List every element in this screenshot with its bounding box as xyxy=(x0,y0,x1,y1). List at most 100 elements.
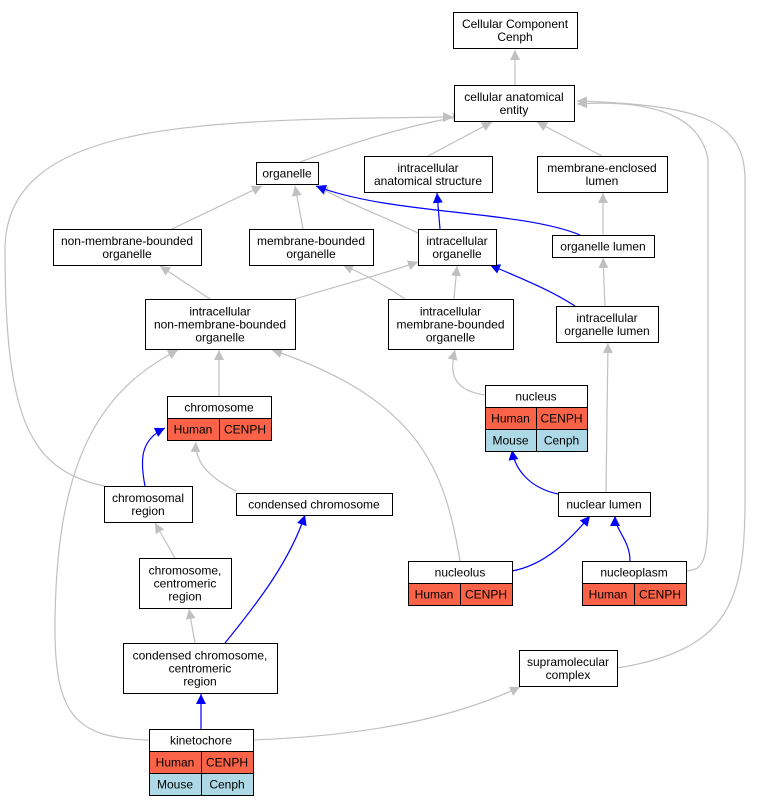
node-label: membrane-bounded xyxy=(257,234,365,248)
node-box xyxy=(249,229,374,266)
node-box xyxy=(236,493,393,516)
node-label: nucleolus xyxy=(435,566,486,580)
edge-ol-organelle xyxy=(315,184,581,236)
node-label: nucleus xyxy=(515,390,556,404)
edge-chrcen-chrreg xyxy=(154,522,176,559)
node-condchr[interactable]: condensed chromosome xyxy=(236,493,393,516)
node-ol[interactable]: organelle lumen xyxy=(552,235,655,258)
gene-cell xyxy=(219,418,272,441)
node-nuclum[interactable]: nuclear lumen xyxy=(558,492,651,517)
edge-iol-ol xyxy=(598,257,609,307)
edge-mel-cae xyxy=(536,121,603,157)
node-label: organelle xyxy=(426,331,476,345)
edge-condcen-condchr xyxy=(224,514,307,644)
node-box xyxy=(104,486,193,523)
gene-label: CENPH xyxy=(465,588,507,602)
edge-nuclum-iol xyxy=(602,342,613,493)
species-label: Mouse xyxy=(157,778,193,792)
node-label: organelle xyxy=(262,167,312,181)
edge-imbo-mbo xyxy=(342,264,406,300)
gene-cell xyxy=(536,429,588,452)
node-box xyxy=(139,558,232,609)
node-label: chromosomal xyxy=(112,491,184,505)
gene-label: CENPH xyxy=(540,412,582,426)
node-label: region xyxy=(131,504,164,518)
edge-nucleoplasm-cae xyxy=(576,98,709,572)
gene-label: Cenph xyxy=(209,778,244,792)
node-label: intracellular xyxy=(189,305,250,319)
edge-nucleolus-nuclum xyxy=(511,515,591,572)
node-label: chromosome, xyxy=(149,564,222,578)
node-organelle[interactable]: organelle xyxy=(256,162,319,185)
edge-organelle-cae xyxy=(299,112,464,163)
node-label: centromeric xyxy=(154,577,217,591)
node-inmbo[interactable]: intracellularnon-membrane-boundedorganel… xyxy=(145,299,296,350)
gene-label: CENPH xyxy=(639,588,681,602)
node-label: non-membrane-bounded xyxy=(61,234,193,248)
node-label: nucleoplasm xyxy=(600,566,667,580)
node-box xyxy=(552,235,655,258)
node-label: membrane-enclosed xyxy=(547,161,656,175)
species-label: Human xyxy=(589,588,628,602)
gene-label: CENPH xyxy=(224,423,266,437)
node-box xyxy=(558,492,651,517)
edge-io-ias xyxy=(432,192,443,230)
node-box xyxy=(454,85,575,122)
node-box xyxy=(388,299,514,350)
node-label: anatomical structure xyxy=(374,174,482,188)
node-label: complex xyxy=(546,668,591,682)
node-label: membrane-bounded xyxy=(396,318,504,332)
edge-nucleus-imbo xyxy=(447,349,486,396)
node-label: condensed chromosome, xyxy=(133,649,268,663)
node-box xyxy=(364,156,493,193)
edge-condcen-chrcen xyxy=(185,608,196,644)
edge-kinetochore-inmbo xyxy=(54,349,179,741)
node-box xyxy=(53,229,202,266)
node-box xyxy=(453,12,578,49)
node-label: organelle xyxy=(432,247,482,261)
node-label: supramolecular xyxy=(527,655,609,669)
node-box xyxy=(556,306,659,343)
node-label: Cenph xyxy=(497,30,532,44)
gene-cell xyxy=(460,583,513,606)
edge-nucleolus-inmbo xyxy=(271,348,461,562)
edge-imbo-io xyxy=(451,265,462,300)
edge-ias-cae xyxy=(427,121,493,157)
species-label: Human xyxy=(491,412,530,426)
node-label: cellular anatomical xyxy=(464,90,563,104)
edge-nuclum-nucleus xyxy=(508,449,559,495)
node-label: intracellular xyxy=(426,234,487,248)
edge-chrreg-chromosome xyxy=(141,427,166,487)
gene-cell xyxy=(201,773,254,796)
edge-chrreg-cae xyxy=(4,112,454,487)
node-label: intracellular xyxy=(576,311,637,325)
node-label: chromosome xyxy=(184,401,254,415)
edge-nmbo-organelle xyxy=(171,185,263,230)
node-label: intracellular xyxy=(420,305,481,319)
edge-iol-io xyxy=(489,264,576,307)
node-box xyxy=(123,643,278,694)
node-label: intracellular xyxy=(397,161,458,175)
node-box xyxy=(418,229,497,266)
node-label: organelle xyxy=(286,247,336,261)
